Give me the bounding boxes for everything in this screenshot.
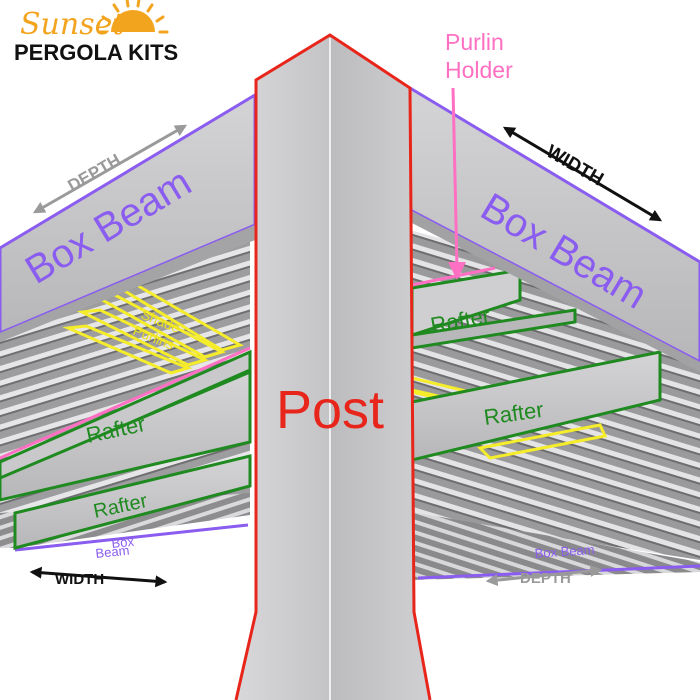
purlin-holder-pointer [451, 87, 459, 269]
rafter-left-low [13, 454, 252, 550]
post-left-face [236, 35, 330, 700]
lower-box-beam-left-outline [14, 523, 249, 552]
purlin-holder-label-line1: Purlin [445, 29, 504, 55]
post-label: Post [276, 380, 384, 440]
post-outline [234, 33, 432, 700]
rafter-left-upper [0, 349, 252, 482]
box-beam-small-left-line2: Beam [95, 543, 130, 561]
sun-icon [97, 0, 169, 34]
purlin-holder-arrowhead [448, 262, 466, 280]
depth-arrow-bottom [485, 564, 603, 587]
depth-arrow-top [32, 124, 188, 214]
purlin-holder-strip-right [411, 266, 496, 287]
rafter-left-mid [0, 369, 252, 502]
depth-label-bottom: DEPTH [520, 570, 571, 587]
post-right-face [330, 35, 430, 700]
lower-box-beam-right [412, 512, 700, 580]
purlin-holder-strip-left [0, 346, 251, 460]
box-beam-right-underside [410, 210, 700, 372]
box-beam-left-underside [0, 225, 255, 342]
logo: Sunset PERGOLA KITS [14, 0, 178, 65]
logo-script-text: Sunset [20, 7, 125, 42]
width-arrow-bottom [29, 566, 168, 588]
box-beam-small-right: Box Beam [534, 542, 595, 561]
box-beam-small-left-line1: Box [111, 534, 135, 551]
logo-bold-text: PERGOLA KITS [14, 40, 178, 65]
width-arrow-top [502, 126, 663, 222]
width-label-bottom: WIDTH [55, 571, 104, 588]
purlin-holder-label-line2: Holder [445, 57, 513, 83]
